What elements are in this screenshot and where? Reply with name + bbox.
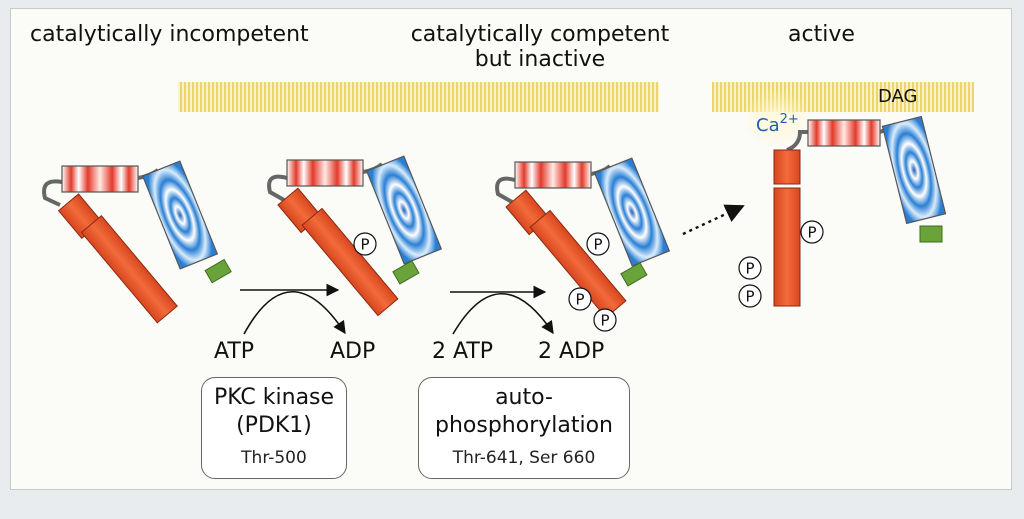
autophos-line1: auto- — [495, 385, 553, 410]
calcium-label: Ca2+ — [756, 112, 799, 136]
stage-heading-competent: catalytically competent but inactive — [400, 22, 680, 72]
cofactor-curve-2 — [452, 293, 554, 335]
phospho-active-2: P — [745, 260, 754, 278]
phospho-ser660: P — [600, 312, 609, 330]
activation-arrow — [682, 204, 745, 236]
step1-substrate: ATP — [214, 339, 255, 364]
pkc-state-competent-inactive: P — [267, 155, 443, 317]
step2-product: 2 ADP — [538, 339, 605, 364]
autophos-line2: phosphorylation — [435, 413, 613, 438]
enzyme-box-autophosphorylation: auto- phosphorylation Thr-641, Ser 660 — [418, 377, 630, 479]
dag-label: DAG — [878, 86, 918, 107]
membrane-2 — [397, 82, 659, 112]
enzyme-alias-pdk1: (PDK1) — [236, 413, 312, 438]
pkc-state-incompetent — [42, 160, 232, 324]
pkc-state-autophosphorylated: P P P — [495, 157, 671, 332]
stage-heading-incompetent: catalytically incompetent — [30, 22, 309, 47]
pkc-state-active: P P P Ca2+ DAG — [738, 86, 947, 308]
cofactor-curve-1 — [243, 291, 346, 335]
enzyme-name-pdk1: PKC kinase — [213, 385, 335, 410]
site-thr500: Thr-500 — [241, 448, 307, 468]
stage-heading-active: active — [788, 22, 855, 47]
phospho-thr641: P — [575, 291, 584, 309]
enzyme-box-pdk1: PKC kinase (PDK1) Thr-500 — [201, 377, 347, 479]
step2-substrate: 2 ATP — [432, 339, 494, 364]
step1-product: ADP — [330, 339, 376, 364]
membrane-1 — [178, 82, 440, 112]
phospho-active-3: P — [745, 288, 754, 306]
phospho-active-1: P — [807, 224, 816, 242]
phospho-thr500-s3: P — [593, 236, 602, 254]
phospho-thr500: P — [360, 236, 369, 254]
stage-heading-competent-line1: catalytically competent — [410, 22, 670, 47]
stage-heading-competent-line2: but inactive — [474, 47, 606, 72]
site-thr641-ser660: Thr-641, Ser 660 — [452, 448, 596, 468]
